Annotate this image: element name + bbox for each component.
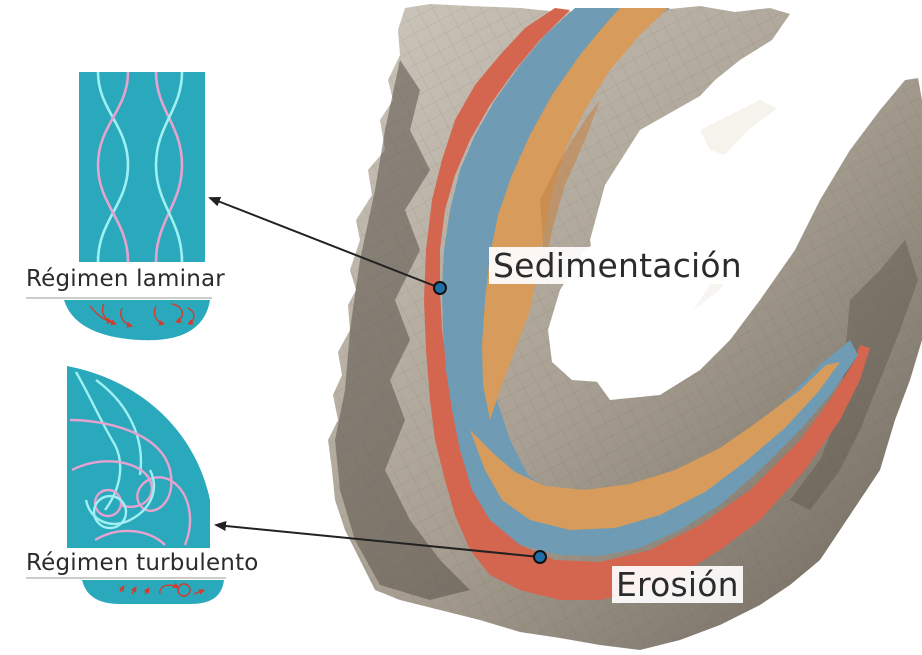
turbulent-bottom bbox=[82, 580, 224, 604]
turbulent-label: Régimen turbulento bbox=[26, 552, 259, 575]
erosion-label: Erosión bbox=[612, 566, 743, 603]
marker-dot-icon bbox=[434, 282, 446, 294]
laminar-label: Régimen laminar bbox=[26, 268, 225, 291]
sedimentation-label: Sedimentación bbox=[489, 247, 746, 284]
laminar-panel bbox=[26, 72, 212, 340]
marker-dot-icon bbox=[534, 551, 546, 563]
terrain bbox=[328, 4, 922, 650]
laminar-bottom bbox=[64, 300, 210, 340]
